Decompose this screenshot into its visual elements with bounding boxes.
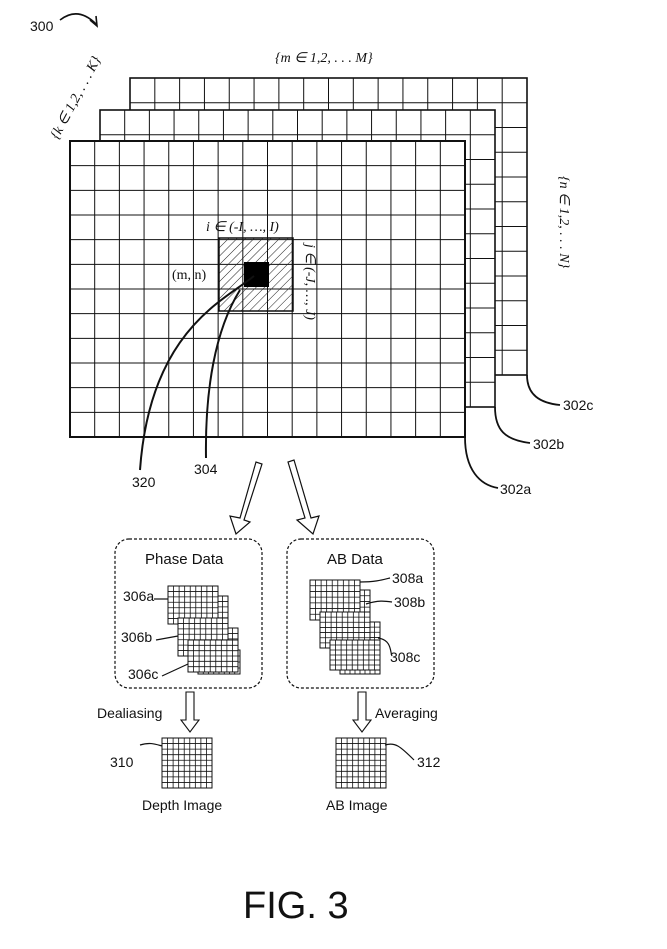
phase-data-title: Phase Data [145, 551, 224, 568]
ref-304-label: 304 [194, 461, 218, 477]
j-range-label: j ∈ (-J, …, J) [302, 242, 317, 320]
ref-302b-label: 302b [533, 436, 564, 452]
grid-lines [310, 580, 360, 620]
ref-306c-label: 306c [128, 666, 158, 682]
arrow-to-phase [229, 461, 263, 536]
target-pixel [244, 262, 269, 287]
averaging-label: Averaging [375, 705, 438, 721]
ref-302a-label: 302a [500, 481, 531, 497]
i-range-label: i ∈ (-I, …, I) [206, 220, 279, 235]
ref-300-arrow [59, 13, 97, 25]
depth-image-label: Depth Image [142, 797, 222, 813]
dealiasing-label: Dealiasing [97, 705, 162, 721]
ab-image-label: AB Image [326, 797, 388, 813]
pixel-mn-label: (m, n) [172, 268, 207, 283]
grid-lines [330, 640, 380, 670]
ref-308a-label: 308a [392, 570, 423, 586]
ref-306a-label: 306a [123, 588, 154, 604]
ref-308c-label: 308c [390, 649, 420, 665]
ref-308b-label: 308b [394, 594, 425, 610]
arrow-dealiasing [179, 691, 201, 733]
ref-312-label: 312 [417, 754, 441, 770]
ref-306b-label: 306b [121, 629, 152, 645]
leader-302c [526, 374, 561, 406]
grid-lines [188, 640, 238, 672]
ab-data-title: AB Data [327, 551, 384, 568]
ab-data-box [286, 538, 435, 689]
ref-300-label: 300 [30, 18, 54, 34]
leader-302a [464, 436, 499, 489]
grid-lines [162, 738, 212, 788]
ab-data-grids [309, 579, 381, 675]
arrow-to-ab [287, 459, 320, 536]
phase-data-box [114, 538, 263, 689]
phase-data-grids [167, 585, 241, 675]
figure-caption: FIG. 3 [243, 885, 349, 927]
m-index-label: {m ∈ 1,2, . . . M} [275, 51, 373, 66]
output-grids [161, 737, 387, 789]
ref-320-label: 320 [132, 474, 156, 490]
grid-lines [168, 586, 218, 624]
ref-310-label: 310 [110, 754, 134, 770]
grid-lines [336, 738, 386, 788]
leader-302b [494, 406, 531, 444]
leader-304 [204, 289, 241, 459]
arrow-averaging [351, 691, 373, 733]
grid-lines [320, 612, 370, 648]
k-index-label: {k ∈ 1,2, . . . K} [48, 54, 104, 142]
grid-border [335, 737, 387, 789]
leader-320 [139, 275, 255, 471]
grid-border [161, 737, 213, 789]
n-index-label: {n ∈ 1,2, . . . N} [556, 176, 571, 269]
ref-302c-label: 302c [563, 397, 593, 413]
